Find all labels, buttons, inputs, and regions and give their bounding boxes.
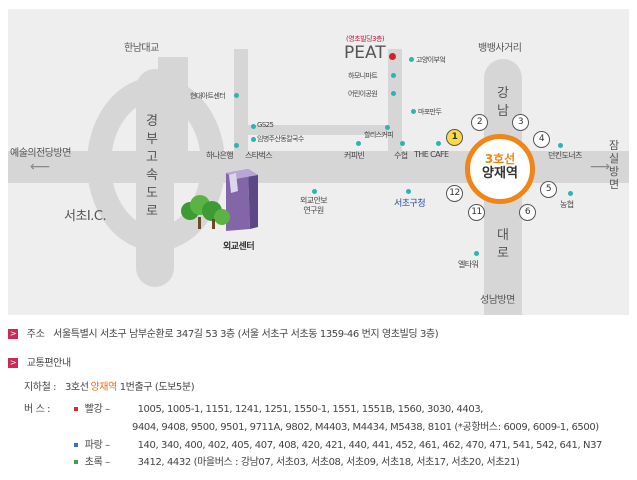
bus-red-name: 빨강 – — [84, 404, 110, 415]
hyundai-art-dot — [234, 93, 239, 98]
mapo-label: 마포만두 — [418, 108, 442, 116]
side-street — [248, 125, 388, 135]
bus-red-swatch — [74, 407, 78, 411]
exit-2-marker: 2 — [471, 114, 488, 131]
hamoni-dot — [391, 73, 396, 78]
bus-blue-lines: 140, 340, 400, 402, 405, 407, 408, 420, … — [137, 440, 603, 451]
mapo-dot — [411, 109, 416, 114]
peat-logo: PEAT — [344, 43, 386, 63]
thecafe-dot — [436, 141, 441, 146]
bus-red-row: 빨강 – 1005, 1005-1, 1151, 1241, 1251, 155… — [74, 400, 483, 415]
seocho-ic-label: 서초I.C. — [64, 209, 107, 224]
peat-location-dot — [389, 53, 396, 60]
seongnam-label: 성남방면 — [480, 295, 515, 306]
address-row: > 주소 서울특별시 서초구 남부순환로 347길 53 3층 (서울 서초구 … — [8, 325, 439, 340]
waegyo-anbo-dot — [312, 189, 317, 194]
bus-green-lines: 3412, 4432 (마을버스 : 강남07, 서초03, 서초08, 서초0… — [137, 457, 520, 468]
coffeebean-label: 커피빈 — [344, 151, 365, 160]
suhyup-label: 수협 — [394, 151, 408, 160]
bus-blue-row: 파랑 – 140, 340, 400, 402, 405, 407, 408, … — [74, 436, 602, 451]
imbyeong-dot — [251, 137, 256, 142]
seocho-gu-label: 서초구청 — [394, 199, 426, 209]
bus-green-name: 초록 – — [84, 457, 110, 468]
seocho-gu-dot — [406, 189, 411, 194]
gs25-dot — [251, 124, 256, 129]
eltower-dot — [474, 251, 479, 256]
bus-label: 버 스 : — [24, 404, 51, 415]
subway-station: 양재역 — [90, 382, 118, 393]
eltower-label: 엘타워 — [458, 260, 479, 269]
exit-6-marker: 6 — [519, 204, 536, 221]
bus-green-swatch — [74, 460, 78, 464]
exit-5-marker: 5 — [540, 181, 557, 198]
station-name: 양재역 — [482, 166, 518, 181]
right-arrow-icon: ⟶ — [590, 159, 610, 175]
peat-subtitle: (영초빌딩3층) — [346, 35, 385, 43]
exit-3-marker: 3 — [512, 114, 529, 131]
goyang-dot — [409, 57, 414, 62]
bus-red-line-1: 1005, 1005-1, 1151, 1241, 1251, 1550-1, … — [137, 404, 484, 415]
bus-blue-name: 파랑 – — [84, 440, 110, 451]
imbyeong-label: 임병주산동칼국수 — [257, 135, 304, 143]
nonghyup-label: 농협 — [560, 200, 574, 209]
upper-street — [234, 49, 248, 153]
bullet-arrow-icon: > — [8, 358, 18, 368]
bullet-arrow-icon: > — [8, 329, 18, 339]
exit-12-marker: 12 — [446, 185, 463, 202]
dunkin-label: 던킨도너츠 — [548, 151, 582, 160]
coffeebean-dot — [356, 141, 361, 146]
station-line: 3호선 — [484, 152, 516, 166]
goyang-label: 고양이부엌 — [416, 56, 446, 64]
exit-11-marker: 11 — [468, 204, 485, 221]
dunkin-dot — [558, 143, 563, 148]
interchange-down — [136, 209, 174, 287]
transport-label: 교통편안내 — [26, 358, 71, 369]
oreuni-dot — [391, 91, 396, 96]
yesul-label: 예술의전당방면 — [10, 148, 71, 159]
left-arrow-icon: ⟵ — [30, 159, 50, 175]
exit-4-marker: 4 — [533, 131, 550, 148]
nonghyup-dot — [568, 191, 573, 196]
gs25-label: GS25 — [257, 121, 274, 129]
hannam-label: 한남대교 — [124, 43, 159, 54]
subway-line: 3호선 — [64, 382, 89, 393]
exit-1-marker: 1 — [446, 129, 463, 146]
starbucks-label: 스타벅스 — [245, 151, 273, 160]
bus-blue-swatch — [74, 443, 78, 447]
address-text: 서울특별시 서초구 남부순환로 347길 53 3층 (서울 서초구 서초동 1… — [53, 329, 439, 340]
hana-label: 하나은행 — [206, 151, 234, 160]
hollys-label: 할리스커피 — [364, 131, 394, 139]
subway-label: 지하철 : — [24, 382, 57, 393]
address-label: 주소 — [26, 329, 45, 340]
hollys-dot — [385, 125, 390, 130]
bus-red-line-2: 9404, 9408, 9500, 9501, 9711A, 9802, M44… — [132, 422, 599, 433]
yangjae-station-marker: 3호선 양재역 — [465, 134, 535, 204]
subway-detail: 1번출구 (도보5분) — [119, 382, 195, 393]
hyundai-art-label: 현대아트센터 — [190, 92, 226, 100]
oreuni-label: 어린이공원 — [348, 90, 378, 98]
transport-row: > 교통편안내 — [8, 354, 71, 369]
hamoni-label: 하모니마트 — [348, 72, 378, 80]
bus-green-row: 초록 – 3412, 4432 (마을버스 : 강남07, 서초03, 서초08… — [74, 453, 520, 468]
banpo-label: 뱅뱅사거리 — [478, 43, 522, 54]
hana-dot — [234, 143, 239, 148]
building-icon — [181, 169, 258, 231]
thecafe-label: THE CAFE — [414, 150, 449, 159]
waegyo-center-label: 외교센터 — [223, 242, 255, 252]
suhyup-dot — [400, 141, 405, 146]
